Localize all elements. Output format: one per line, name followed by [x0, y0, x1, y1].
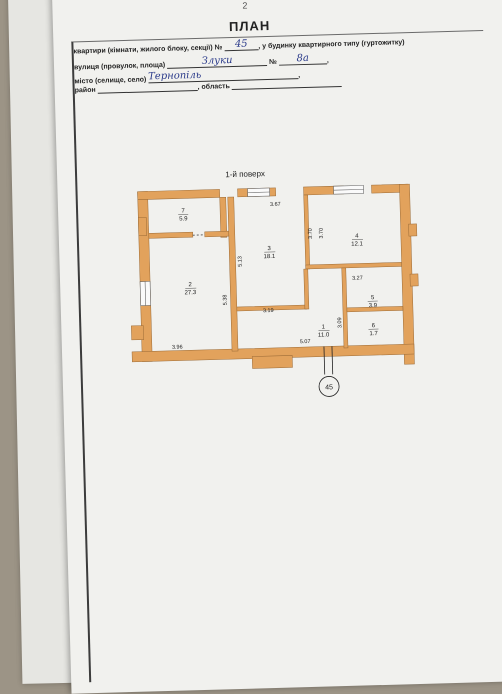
- room-2-id: 2: [188, 282, 192, 288]
- room-4-id: 4: [355, 234, 359, 240]
- room-6-area: 1.7: [369, 331, 378, 337]
- dim-3-70-b: 3.70: [319, 228, 325, 239]
- street-name: Злуки: [201, 55, 232, 67]
- city-name: Тернопіль: [148, 70, 201, 82]
- dim-3-27: 3.27: [352, 275, 363, 281]
- floor-label: 1-й поверх: [225, 169, 265, 179]
- dim-3-19: 3.19: [263, 308, 274, 314]
- room-1-id: 1: [322, 324, 326, 330]
- room-3-area: 18.1: [264, 254, 277, 260]
- floor-plan-drawing: 1-й поверх: [107, 154, 434, 423]
- page-title: ПЛАН: [229, 18, 271, 34]
- dim-5-07: 5.07: [300, 339, 311, 345]
- room-5-area: 3.9: [369, 303, 378, 309]
- room-7-area: 5.9: [179, 216, 188, 222]
- dim-3-67: 3.67: [270, 202, 281, 208]
- stamp-number: 45: [325, 384, 333, 391]
- dim-3-70-a: 3.70: [308, 228, 314, 239]
- page-mark: 2: [242, 1, 247, 11]
- room-1-area: 11.0: [318, 332, 330, 338]
- room-5-id: 5: [371, 295, 375, 301]
- dim-5-38: 5.38: [222, 294, 228, 305]
- dim-3-09: 3.09: [337, 317, 343, 328]
- room-2-area: 27.3: [184, 290, 197, 296]
- room-7-id: 7: [181, 208, 185, 214]
- apartment-number: 45: [235, 39, 248, 50]
- room-6-id: 6: [372, 323, 376, 329]
- walls: [128, 184, 421, 372]
- house-number: 8а: [296, 53, 309, 64]
- room-3-id: 3: [267, 246, 271, 252]
- dim-5-13: 5.13: [237, 256, 243, 267]
- floor-plan: 1-й поверх: [107, 154, 434, 428]
- document-sheet: 2 ПЛАН квартири (кімнати, жилого блоку, …: [52, 0, 502, 694]
- room-4-area: 12.1: [351, 241, 364, 247]
- dim-3-96: 3.96: [172, 344, 183, 350]
- windows: [138, 185, 367, 305]
